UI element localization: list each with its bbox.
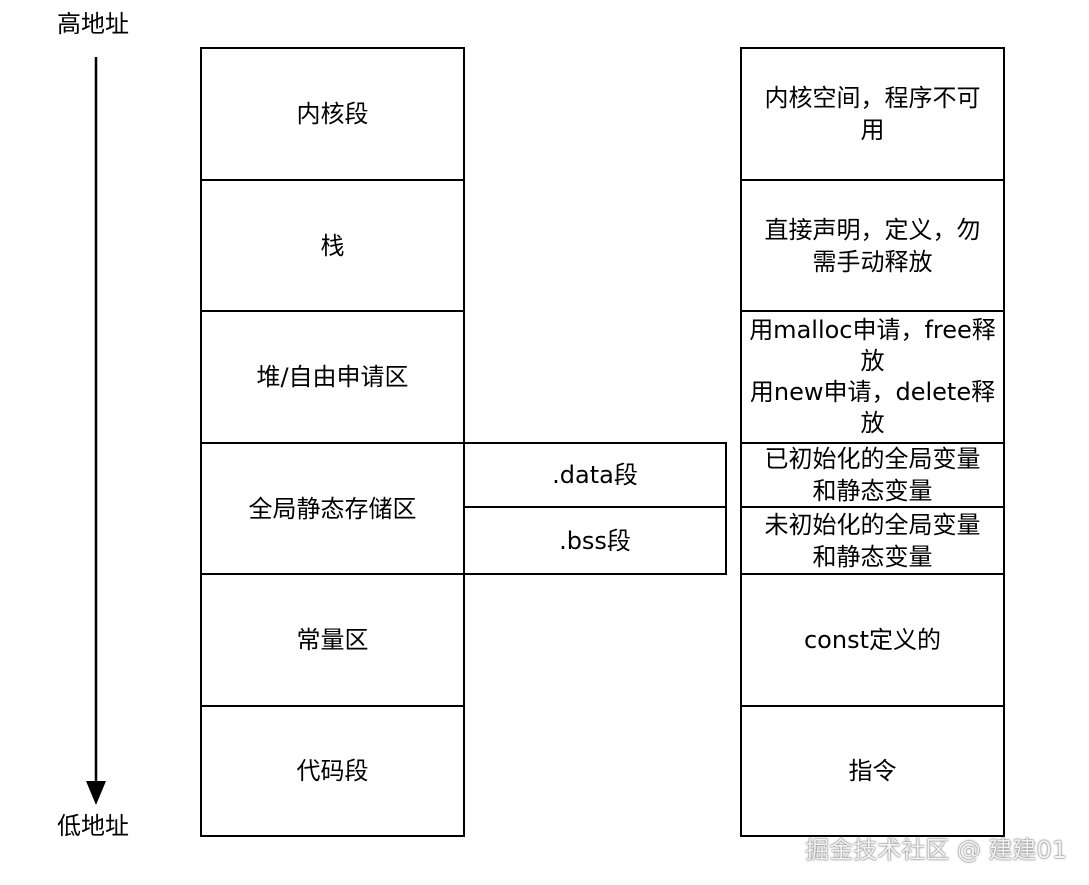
segment-global-static-label: 全局静态存储区 xyxy=(248,494,417,523)
subsegment-bss: .bss段 xyxy=(463,506,727,575)
address-direction-arrow-icon xyxy=(86,57,106,805)
segment-constant: 常量区 xyxy=(200,573,465,707)
description-heap-text: 用malloc申请，free释 放 用new申请，delete释 放 xyxy=(749,316,996,437)
subsegment-bss-label: .bss段 xyxy=(559,526,631,555)
segment-global-static: 全局静态存储区 xyxy=(200,442,465,575)
low-address-label: 低地址 xyxy=(57,812,129,840)
description-kernel: 内核空间，程序不可 用 xyxy=(740,47,1005,181)
watermark: 掘金技术社区 @ 建建01 xyxy=(805,836,1067,864)
description-constant-text: const定义的 xyxy=(803,626,941,654)
description-data-text: 已初始化的全局变量 和静态变量 xyxy=(764,445,981,505)
segment-heap: 堆/自由申请区 xyxy=(200,310,465,444)
description-kernel-text: 内核空间，程序不可 用 xyxy=(764,84,981,144)
high-address-label: 高地址 xyxy=(57,10,129,38)
description-bss-text: 未初始化的全局变量 和静态变量 xyxy=(764,510,981,571)
segment-constant-label: 常量区 xyxy=(296,626,369,654)
segment-kernel-label: 内核段 xyxy=(296,100,369,128)
segment-kernel: 内核段 xyxy=(200,47,465,181)
segment-code-label: 代码段 xyxy=(296,757,369,785)
segment-stack: 栈 xyxy=(200,179,465,312)
subsegment-data: .data段 xyxy=(463,442,727,508)
segment-heap-label: 堆/自由申请区 xyxy=(256,363,409,391)
description-code: 指令 xyxy=(740,705,1005,837)
segment-code: 代码段 xyxy=(200,705,465,837)
description-code-text: 指令 xyxy=(848,757,897,785)
description-stack-text: 直接声明，定义，勿 需手动释放 xyxy=(764,215,981,276)
description-heap: 用malloc申请，free释 放 用new申请，delete释 放 xyxy=(740,310,1005,444)
description-stack: 直接声明，定义，勿 需手动释放 xyxy=(740,179,1005,312)
description-bss: 未初始化的全局变量 和静态变量 xyxy=(740,506,1005,575)
subsegment-data-label: .data段 xyxy=(552,461,638,489)
description-data: 已初始化的全局变量 和静态变量 xyxy=(740,442,1005,508)
segment-stack-label: 栈 xyxy=(320,231,345,260)
description-constant: const定义的 xyxy=(740,573,1005,707)
